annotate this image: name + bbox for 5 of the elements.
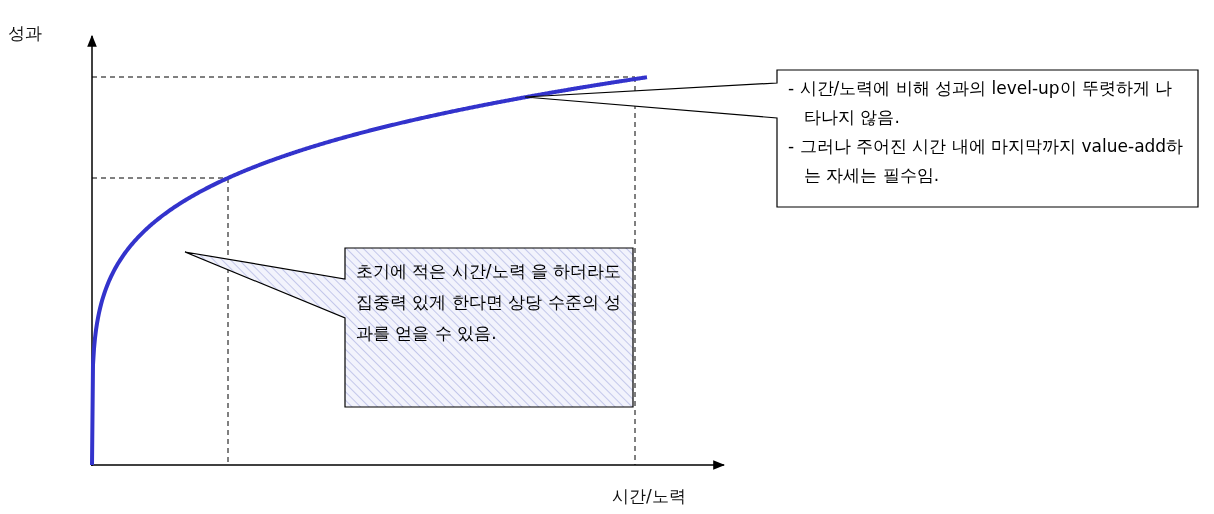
- axis-label: 시간/노력: [612, 485, 686, 508]
- callout-text: - 그러나 주어진 시간 내에 마지막까지 value-add하는 자세는 필수임.: [788, 135, 1185, 187]
- callout-text: 초기에 적은 시간/노력 을 하더라도 집중력 있게 한다면 상당 수준의 성과를 얻을 수 있음.: [356, 260, 623, 345]
- callout-text: - 시간/노력에 비해 성과의 level-up이 뚜렷하게 나타나지 않음.: [788, 77, 1174, 129]
- axis-label: 성과: [8, 22, 42, 45]
